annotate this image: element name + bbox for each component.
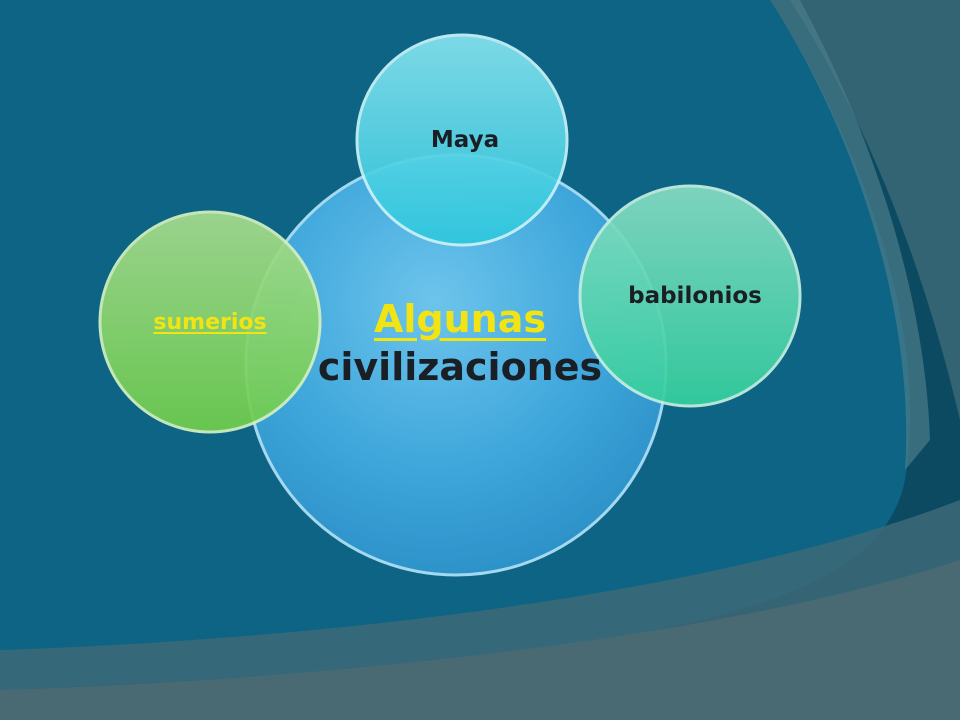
center-title-text: civilizaciones — [317, 344, 603, 389]
center-link[interactable]: Algunas — [373, 297, 546, 341]
maya-bubble — [355, 33, 569, 247]
sumerios-link[interactable]: sumerios — [153, 309, 267, 335]
maya-label: Maya — [430, 127, 500, 153]
background-edge-band — [770, 0, 930, 470]
sumerios-label-container: sumerios — [100, 292, 320, 352]
babilonios-label: babilonios — [628, 283, 762, 309]
sumerios-bubble — [98, 210, 322, 434]
background-bottom-shape — [0, 560, 960, 720]
babilonios-bubble — [578, 184, 802, 408]
center-title: Algunas civilizaciones — [260, 296, 660, 426]
background-top-right-shape — [790, 0, 960, 420]
